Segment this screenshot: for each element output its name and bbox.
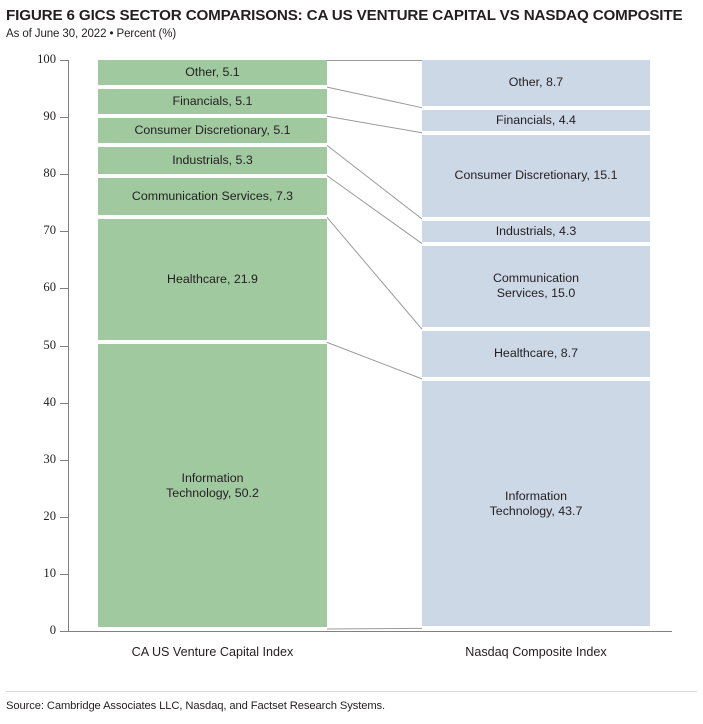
y-axis-tick-label: 70 [43, 223, 56, 238]
bar-segment[interactable]: Information Technology, 43.7 [422, 380, 650, 627]
bar-segment-label: Information Technology, 43.7 [489, 488, 583, 518]
bar-segment-label: Other, 5.1 [185, 64, 240, 79]
y-axis-tick-label: 50 [43, 337, 56, 352]
sector-connector-line [326, 341, 423, 380]
y-axis-tick [60, 516, 68, 518]
bar-segment[interactable]: Other, 5.1 [98, 60, 327, 86]
y-axis-tick-label: 80 [43, 166, 56, 181]
bar-segment[interactable]: Industrials, 4.3 [422, 221, 650, 242]
y-axis-tick [60, 174, 68, 176]
bar-segment[interactable]: Industrials, 5.3 [98, 147, 327, 174]
sector-connector-line [326, 115, 423, 134]
bar-segment-label: Communication Services, 7.3 [131, 188, 294, 203]
y-axis-line [68, 60, 69, 632]
y-axis-tick-label: 30 [43, 451, 56, 466]
y-axis-tick-label: 10 [43, 565, 56, 580]
bar-segment[interactable]: Other, 8.7 [422, 60, 650, 106]
y-axis-tick [60, 402, 68, 404]
y-axis-tick-label: 100 [37, 52, 56, 66]
bar-segment-label: Consumer Discretionary, 5.1 [134, 123, 291, 138]
y-axis-tick-label: 20 [43, 508, 56, 523]
y-axis-tick-label: 60 [43, 280, 56, 295]
sector-connector-line [326, 216, 423, 330]
bar-segment-label: Communication Services, 15.0 [492, 271, 580, 301]
y-axis-tick-label: 90 [43, 109, 56, 124]
bar-segment-label: Industrials, 4.3 [495, 223, 577, 238]
bar-segment[interactable]: Financials, 4.4 [422, 109, 650, 131]
footer-divider [6, 691, 697, 692]
bar-segment[interactable]: Consumer Discretionary, 5.1 [98, 118, 327, 144]
sector-connector-line [326, 86, 423, 109]
bar-segment-label: Financials, 5.1 [172, 94, 253, 109]
bar-segment-label: Industrials, 5.3 [172, 152, 253, 167]
bar-segment-label: Consumer Discretionary, 15.1 [454, 168, 618, 183]
y-axis-tick [60, 573, 68, 575]
chart-subtitle: As of June 30, 2022 • Percent (%) [6, 28, 177, 40]
sector-connector-line [326, 144, 423, 220]
x-axis-category-label-1: Nasdaq Composite Index [465, 645, 607, 659]
sector-connector-line [326, 627, 423, 630]
bar-segment-label: Healthcare, 8.7 [493, 346, 579, 361]
source-note: Source: Cambridge Associates LLC, Nasdaq… [6, 700, 386, 712]
y-axis-tick [60, 631, 68, 632]
y-axis-tick [60, 117, 68, 119]
sector-connector-line [326, 175, 423, 244]
y-axis-tick [60, 459, 68, 461]
bar-segment-label: Financials, 4.4 [496, 112, 576, 127]
bar-segment-label: Other, 8.7 [508, 75, 564, 90]
y-axis-tick [60, 345, 68, 347]
bar-segment-label: Healthcare, 21.9 [167, 272, 258, 287]
y-axis-tick-label: 0 [49, 623, 56, 637]
x-axis-line [68, 631, 672, 632]
y-axis-tick [60, 288, 68, 290]
bar-segment[interactable]: Communication Services, 7.3 [98, 177, 327, 216]
bar-segment[interactable]: Communication Services, 15.0 [422, 245, 650, 328]
bar-segment[interactable]: Financials, 5.1 [98, 89, 327, 115]
bar-segment[interactable]: Healthcare, 21.9 [98, 219, 327, 341]
page-title: FIGURE 6 GICS SECTOR COMPARISONS: CA US … [6, 7, 683, 24]
y-axis-tick [60, 231, 68, 233]
bar-segment[interactable]: Consumer Discretionary, 15.1 [422, 134, 650, 218]
x-axis-category-label-0: CA US Venture Capital Index [131, 645, 294, 659]
y-axis-tick-label: 40 [43, 394, 56, 409]
bar-segment[interactable]: Information Technology, 50.2 [98, 344, 327, 627]
y-axis-tick [60, 60, 68, 61]
bar-segment[interactable]: Healthcare, 8.7 [422, 331, 650, 377]
bar-segment-label: Information Technology, 50.2 [166, 470, 259, 500]
